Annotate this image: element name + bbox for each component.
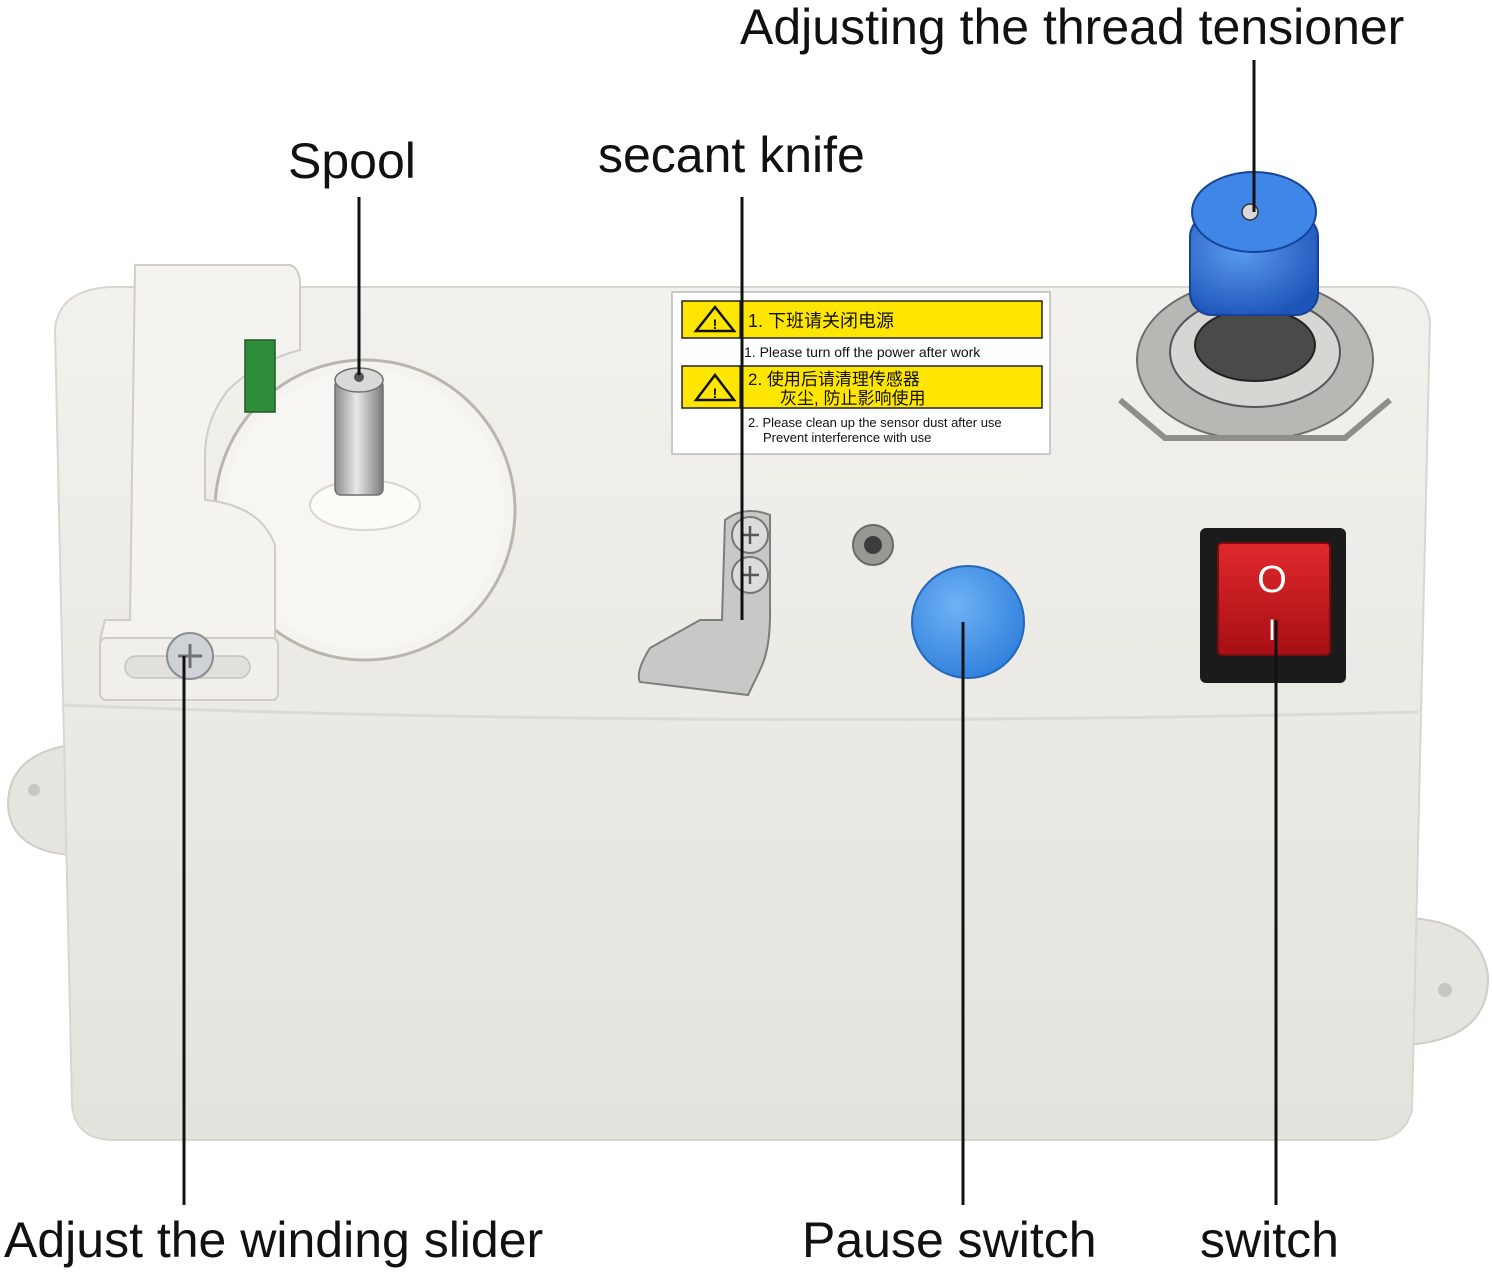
callout-switch: switch — [1200, 1212, 1339, 1268]
pause-button[interactable] — [911, 565, 1025, 679]
warning-triangle-icon: ! — [693, 372, 737, 402]
callout-winding-slider: Adjust the winding slider — [4, 1212, 544, 1268]
power-switch[interactable] — [1200, 528, 1346, 683]
spool-assembly — [213, 358, 517, 662]
dust-sensor — [852, 524, 894, 566]
mounting-ear-left — [6, 743, 71, 857]
warning-line2-en-b: Prevent interference with use — [763, 430, 931, 445]
switch-on-symbol: I — [1268, 614, 1276, 647]
callout-secant-knife: secant knife — [598, 127, 865, 183]
warning-line2-en-a: 2. Please clean up the sensor dust after… — [748, 415, 1002, 430]
warning-line1-cn: 1. 下班请关闭电源 — [748, 311, 894, 331]
slider-screw — [166, 632, 214, 680]
warning-triangle-icon: ! — [693, 304, 737, 333]
callout-thread-tensioner: Adjusting the thread tensioner — [740, 0, 1405, 55]
svg-text:!: ! — [713, 385, 718, 401]
warning-label: ! ! 1. 下班请关闭电源 1. Please turn off the po… — [671, 291, 1051, 455]
callout-pause-switch: Pause switch — [802, 1212, 1097, 1268]
switch-off-symbol: O — [1257, 559, 1287, 601]
sensor-board — [244, 339, 276, 413]
mounting-ear-right — [1404, 916, 1490, 1047]
thread-tensioner[interactable] — [1118, 171, 1392, 441]
callout-spool: Spool — [288, 133, 416, 189]
callout-lines — [182, 60, 1278, 1205]
warning-line2-cn-a: 2. 使用后请清理传感器 — [748, 369, 920, 389]
svg-text:!: ! — [713, 316, 718, 332]
warning-line2-cn-b: 灰尘, 防止影响使用 — [780, 388, 925, 408]
warning-line1-en: 1. Please turn off the power after work — [744, 344, 981, 360]
